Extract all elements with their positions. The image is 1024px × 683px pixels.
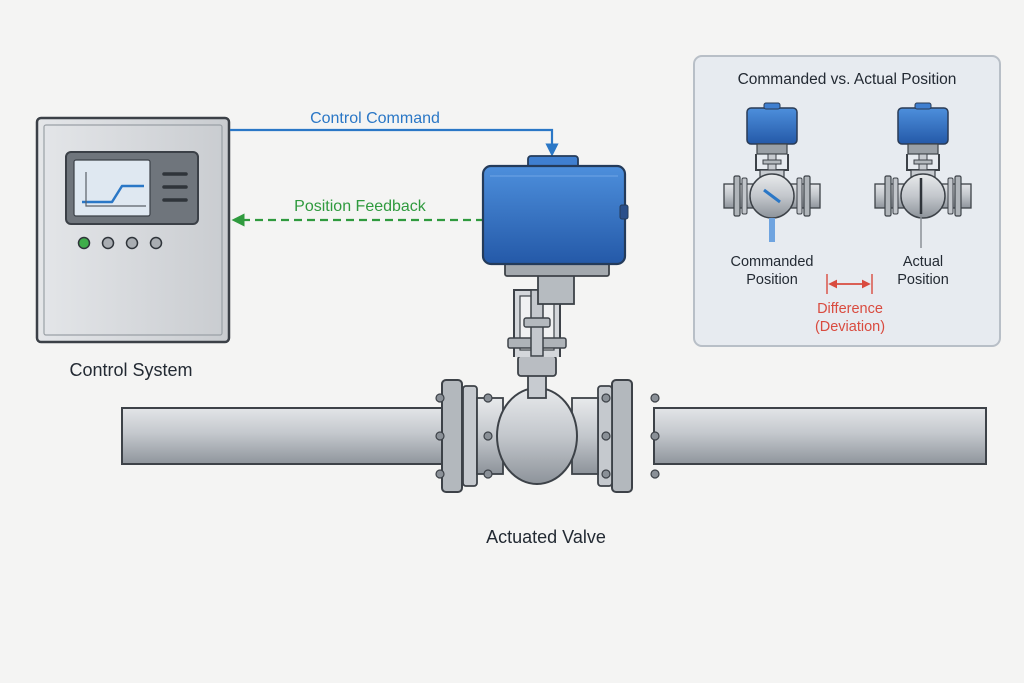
difference-label: Difference xyxy=(817,301,883,317)
actual-valve-icon xyxy=(874,102,972,248)
actuated-valve xyxy=(435,155,660,493)
position-feedback-label: Position Feedback xyxy=(294,198,427,215)
comparison-inset: Commanded vs. Actual Position Commanded … xyxy=(693,55,1001,347)
deviation-label: (Deviation) xyxy=(815,319,885,335)
inset-title: Commanded vs. Actual Position xyxy=(738,71,957,88)
commanded-position-label-1: Commanded xyxy=(730,254,813,270)
menu-lines-icon xyxy=(162,172,188,202)
control-system-label: Control System xyxy=(69,360,192,380)
control-command-label: Control Command xyxy=(310,110,440,127)
deviation-arrow xyxy=(826,274,873,294)
actual-position-label-2: Position xyxy=(897,272,949,288)
commanded-position-label-2: Position xyxy=(746,272,798,288)
actual-position-label-1: Actual xyxy=(903,254,943,270)
control-cabinet xyxy=(35,116,231,344)
trend-graph-icon xyxy=(82,184,144,204)
control-command-line xyxy=(230,128,559,157)
actuator xyxy=(481,155,629,266)
cabinet-screen xyxy=(65,151,199,225)
actuated-valve-label: Actuated Valve xyxy=(486,527,606,547)
commanded-valve-icon xyxy=(723,102,821,242)
cabinet-indicator-lights xyxy=(77,236,163,250)
